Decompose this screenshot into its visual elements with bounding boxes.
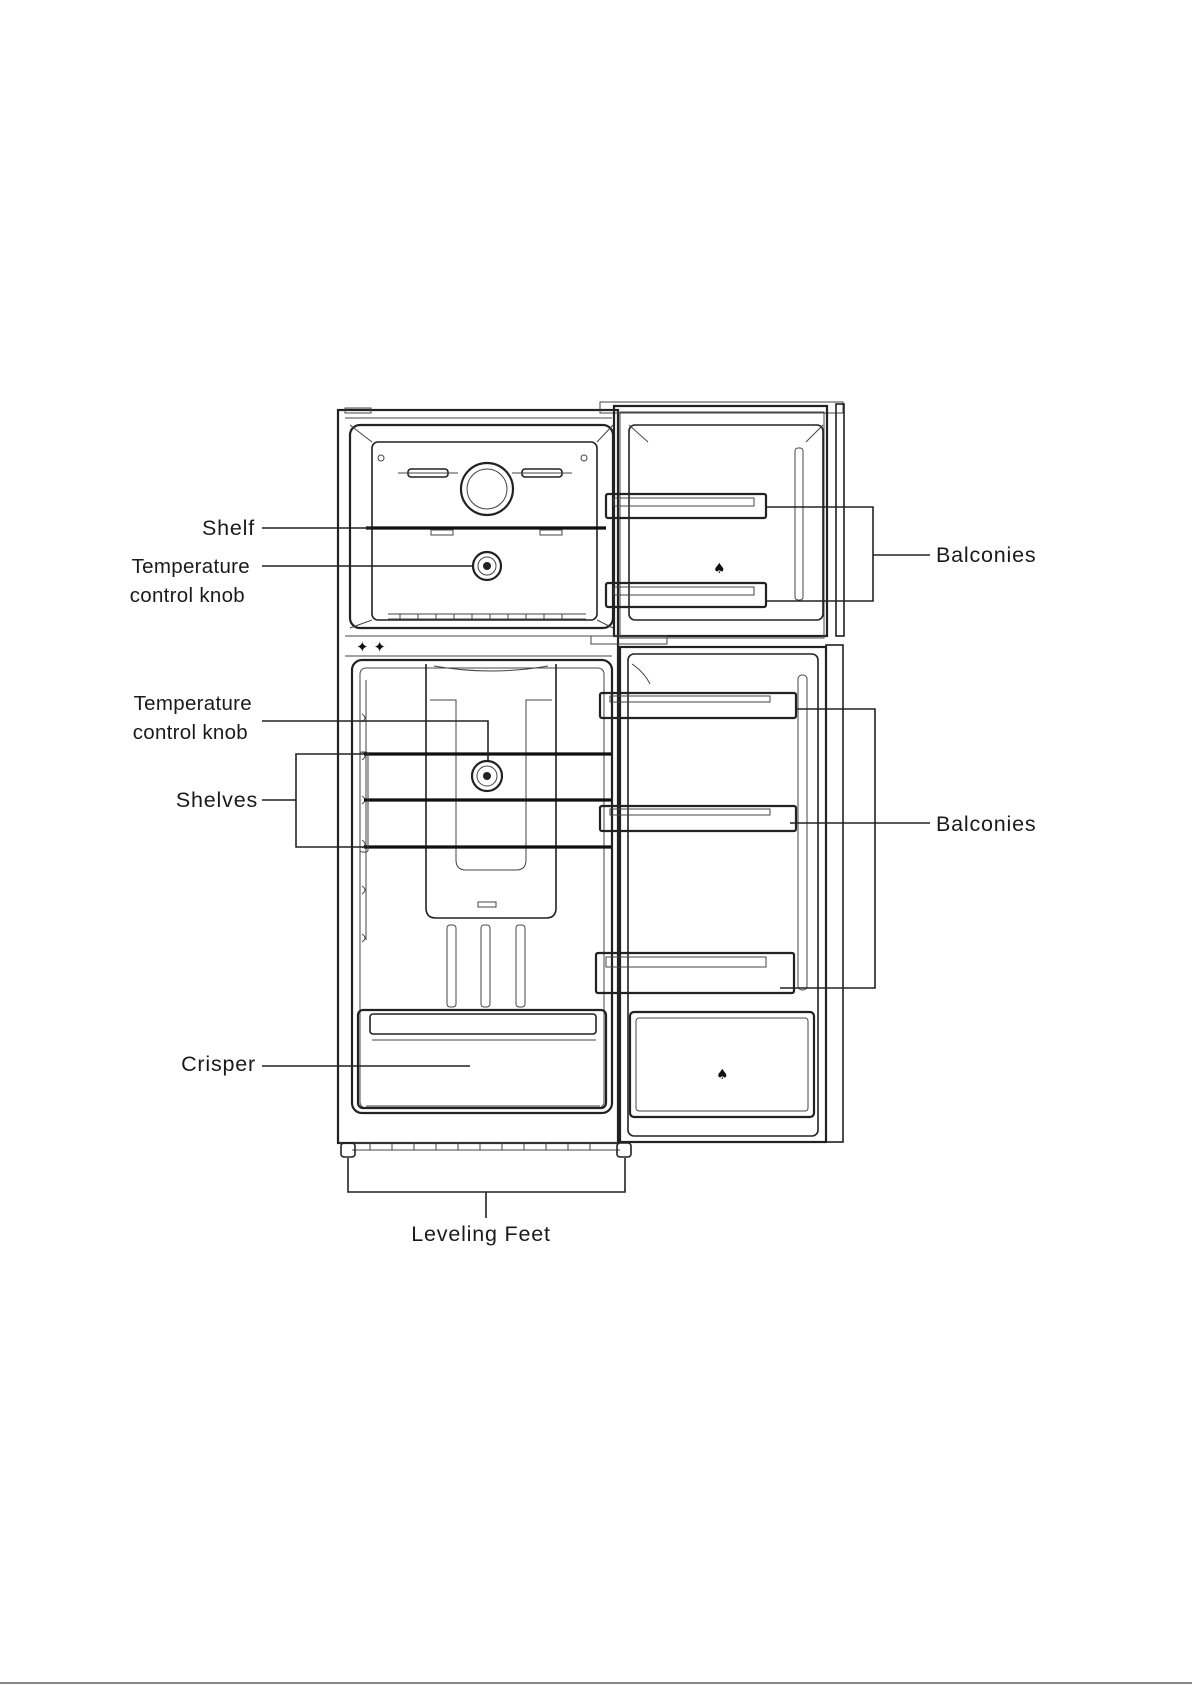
- label-freezer-knob-line2: control knob: [130, 584, 245, 607]
- label-balconies-bottom: Balconies: [936, 812, 1036, 836]
- label-fridge-knob-line1: Temperature: [134, 692, 252, 715]
- callout-lines: [262, 507, 930, 1218]
- label-shelves: Shelves: [176, 788, 258, 812]
- svg-text:✦ ✦: ✦ ✦: [356, 638, 386, 656]
- label-shelf: Shelf: [202, 516, 255, 540]
- svg-text:♠: ♠: [713, 561, 726, 577]
- label-balconies-top: Balconies: [936, 543, 1036, 567]
- freezer-door: ♠: [600, 402, 844, 638]
- labels: Shelf Temperature control knob Temperatu…: [130, 516, 1037, 1246]
- fresh-food-door: ♠: [591, 636, 843, 1142]
- cabinet-body: ✦ ✦: [338, 408, 631, 1157]
- label-fridge-knob-line2: control knob: [133, 721, 248, 744]
- label-crisper: Crisper: [181, 1052, 256, 1076]
- label-leveling-feet: Leveling Feet: [411, 1222, 550, 1246]
- label-freezer-knob-line1: Temperature: [132, 555, 250, 578]
- svg-text:♠: ♠: [716, 1067, 729, 1083]
